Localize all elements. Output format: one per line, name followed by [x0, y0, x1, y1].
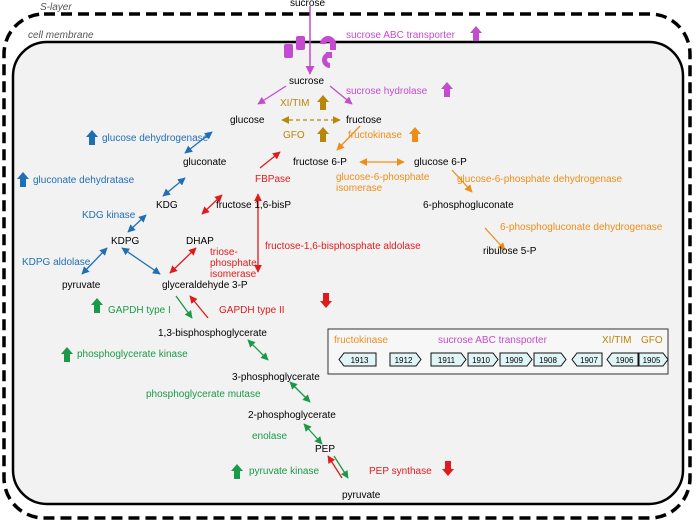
gluconate-dehydratase-label: gluconate dehydratase	[33, 175, 135, 186]
dhap-label: DHAP	[186, 236, 214, 247]
gene-arrow-1912	[389, 352, 422, 367]
cell-membrane-outline	[11, 40, 685, 506]
cluster-gfo-label: GFO	[641, 335, 663, 346]
cluster-fructokinase-label: fructokinase	[334, 335, 388, 346]
pep-synthase-label: PEP synthase	[369, 466, 432, 477]
gapdh-type-ii-label: GAPDH type II	[219, 305, 285, 316]
gene-id-1911: 1911	[438, 356, 456, 365]
kdpg-aldolase-label: KDPG aldolase	[22, 257, 91, 268]
s-layer-label: S-layer	[40, 2, 72, 13]
gene-id-1907: 1907	[580, 356, 598, 365]
sucrose-abc-transporter-label: sucrose ABC transporter	[346, 30, 455, 41]
transporter-icon	[284, 36, 336, 68]
gapdh-type-i-label: GAPDH type I	[108, 305, 171, 316]
glucose-6-phosphate-dehydrogenase-label: glucose-6-phosphate dehydrogenase	[457, 174, 623, 185]
gene-arrow-1913	[338, 352, 377, 367]
gene-id-1906: 1906	[616, 356, 634, 365]
cluster-xitim-label: XI/TIM	[602, 335, 632, 346]
gene-id-1912: 1912	[395, 356, 413, 365]
gene-id-1908: 1908	[539, 356, 557, 365]
gene-arrow-1906	[606, 352, 639, 367]
glucose-label: glucose	[230, 115, 265, 126]
gene-arrow-1907	[571, 352, 603, 367]
triose-phosphate-isomerase-label: triose-phosphate isomerase	[210, 247, 257, 280]
cell-membrane-label: cell membrane	[28, 30, 94, 41]
kdpg-label: KDPG	[111, 236, 140, 247]
3-phosphoglycerate-label: 3-phosphoglycerate	[232, 372, 320, 383]
sucrose-external-label: sucrose	[290, 0, 326, 9]
cluster-abc-label: sucrose ABC transporter	[438, 335, 547, 346]
fructose-6p-label: fructose 6-P	[293, 157, 347, 168]
gene-arrow-1911	[430, 352, 467, 367]
gene-id-1910: 1910	[472, 356, 490, 365]
6-phosphogluconate-dehydrogenase-label: 6-phosphogluconate dehydrogenase	[500, 222, 663, 233]
kdg-kinase-label: KDG kinase	[82, 210, 136, 221]
reaction-arrows	[81, 85, 506, 479]
kdg-label: KDG	[156, 200, 178, 211]
pep-label: PEP	[315, 444, 336, 455]
glyceraldehyde-3p-label: glyceraldehyde 3-P	[162, 280, 248, 291]
fructose-16-bisp-label: fructose 1,6-bisP	[216, 200, 292, 211]
gene-arrow-1910	[467, 352, 499, 367]
pyruvate-kinase-label: pyruvate kinase	[249, 466, 320, 477]
fructose-label: fructose	[346, 115, 382, 126]
phosphoglycerate-kinase-label: phosphoglycerate kinase	[77, 349, 188, 360]
2-phosphoglycerate-label: 2-phosphoglycerate	[248, 410, 336, 421]
gene-arrow-group: 1913 1912 1911 1910 1909 1908 1907 1906 1905	[338, 352, 669, 367]
13-bisphosphoglycerate-label: 1,3-bisphosphoglycerate	[158, 328, 267, 339]
gene-id-1913: 1913	[351, 356, 369, 365]
gene-cluster-box	[327, 328, 669, 375]
gene-id-1909: 1909	[505, 356, 523, 365]
gfo-label: GFO	[283, 130, 305, 141]
fbpase-label: FBPase	[255, 174, 291, 185]
gene-arrow-1909	[499, 352, 533, 367]
fructokinase-label: fructokinase	[348, 130, 402, 141]
sucrose-label: sucrose	[289, 76, 325, 87]
pyruvate-label-2: pyruvate	[342, 490, 381, 501]
regulation-arrows	[17, 26, 482, 479]
gluconate-label: gluconate	[183, 157, 227, 168]
fructose-16-bisphosphate-aldolase-label: fructose-1,6-bisphosphate aldolase	[265, 241, 421, 252]
gene-arrow-1908	[533, 352, 567, 367]
phosphoglycerate-mutase-label: phosphoglycerate mutase	[146, 389, 261, 400]
gene-arrow-1905	[638, 352, 669, 367]
glucose-dehydrogenase-label: glucose dehydrogenase	[102, 133, 209, 144]
sucrose-hydrolase-label: sucrose hydrolase	[346, 86, 428, 97]
glucose-6p-label: glucose 6-P	[414, 157, 467, 168]
ribulose-5p-label: ribulose 5-P	[483, 246, 537, 257]
glucose-6-phosphate-isomerase-label: glucose-6-phosphate isomerase	[336, 172, 430, 194]
pyruvate-label-1: pyruvate	[62, 280, 101, 291]
gene-id-1905: 1905	[643, 356, 661, 365]
xi-tim-label: XI/TIM	[280, 98, 310, 109]
enolase-label: enolase	[252, 431, 288, 442]
6-phosphogluconate-label: 6-phosphogluconate	[423, 200, 514, 211]
